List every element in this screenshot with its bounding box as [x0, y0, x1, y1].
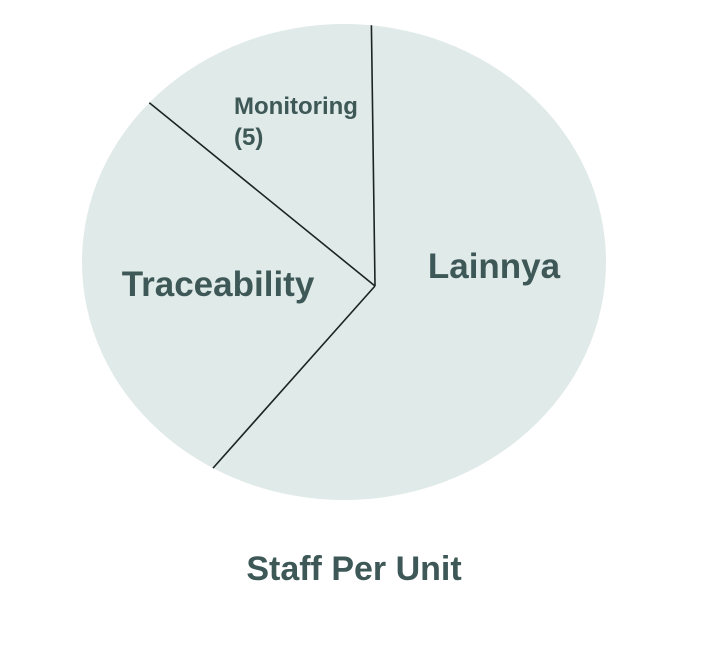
- slice-name-monitoring: Monitoring: [234, 93, 358, 120]
- divider-lainnya-monitoring: [370, 25, 376, 287]
- slice-value-monitoring: (5): [234, 124, 263, 151]
- pie-area: [82, 24, 606, 500]
- slice-label-lainnya: Lainnya: [428, 247, 561, 286]
- divider-lainnya-traceability: [212, 285, 376, 469]
- chart-title: Staff Per Unit: [246, 550, 461, 588]
- pie-group: Lainnya Traceability Monitoring (5): [82, 24, 606, 500]
- slice-label-traceability: Traceability: [122, 265, 315, 304]
- divider-traceability-monitoring: [148, 102, 376, 287]
- slice-label-monitoring: Monitoring (5): [234, 93, 358, 151]
